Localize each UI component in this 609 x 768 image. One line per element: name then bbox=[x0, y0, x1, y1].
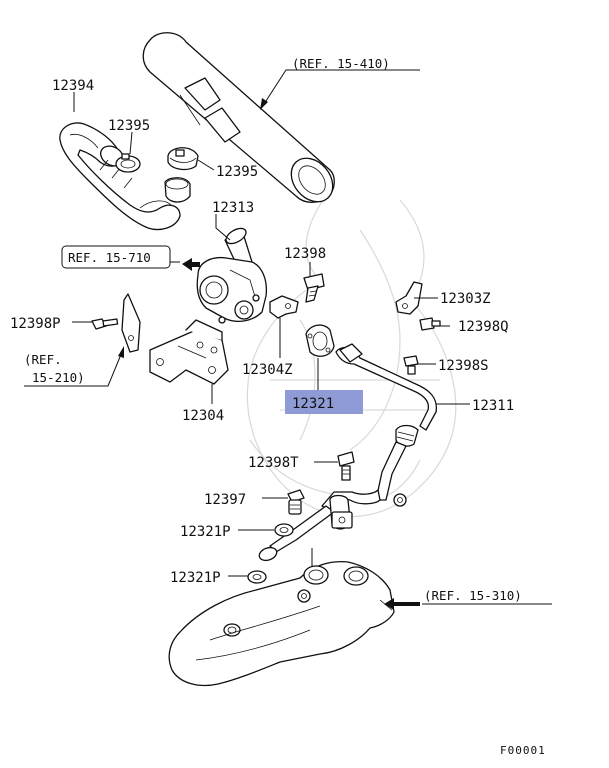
label-12321: 12321 bbox=[292, 396, 334, 412]
gasket-12321p-lower bbox=[247, 570, 267, 584]
ref-15-210-line2: 15-210) bbox=[32, 370, 85, 385]
bolt-12398t bbox=[337, 451, 355, 481]
ref-15-710-arrow bbox=[182, 258, 200, 271]
bolt-12398q bbox=[419, 317, 441, 331]
air-pipe-12311 bbox=[258, 343, 438, 562]
label-12394: 12394 bbox=[52, 78, 94, 94]
ref-15-310: (REF. 15-310) bbox=[424, 588, 522, 603]
gasket-12321p-upper bbox=[274, 523, 294, 537]
ref-15-410: (REF. 15-410) bbox=[292, 56, 390, 71]
figure-code: F00001 bbox=[500, 744, 546, 757]
hose-sleeve bbox=[164, 177, 191, 203]
highlight-12321 bbox=[285, 390, 363, 414]
label-12398q: 12398Q bbox=[458, 319, 509, 335]
label-12398: 12398 bbox=[284, 246, 326, 262]
label-12398t: 12398T bbox=[248, 455, 299, 471]
leader-lines bbox=[24, 69, 552, 605]
bolt-12398p bbox=[91, 318, 119, 330]
part-labels: 12394 12395 12395 12313 12398 12303Z 123… bbox=[10, 78, 514, 586]
exhaust-manifold bbox=[168, 548, 395, 687]
hose-clamp-lower bbox=[115, 153, 141, 173]
ref-15-210-line1: (REF. bbox=[24, 352, 62, 367]
label-12395-upper: 12395 bbox=[108, 118, 150, 134]
air-hose bbox=[59, 122, 181, 231]
label-12311: 12311 bbox=[472, 398, 514, 414]
label-12398s: 12398S bbox=[438, 358, 489, 374]
label-12395-lower: 12395 bbox=[216, 164, 258, 180]
bolt-12398 bbox=[303, 273, 325, 303]
plug-12397 bbox=[287, 489, 305, 515]
gasket-12321 bbox=[305, 324, 335, 357]
reference-labels: (REF. 15-410) REF. 15-710 (REF. 15-210) … bbox=[24, 56, 522, 603]
bracket-12304z bbox=[269, 295, 299, 319]
label-12304: 12304 bbox=[182, 408, 224, 424]
intake-pipe bbox=[142, 32, 335, 204]
label-12321p-upper: 12321P bbox=[180, 524, 231, 540]
bolt-12398s bbox=[403, 355, 419, 375]
ref-15-310-arrow bbox=[384, 598, 420, 610]
label-12397: 12397 bbox=[204, 492, 246, 508]
hose-clamp-upper bbox=[167, 147, 199, 171]
heat-shield-tab bbox=[121, 293, 141, 353]
valve-bracket bbox=[149, 319, 229, 385]
label-12304z: 12304Z bbox=[242, 362, 293, 378]
ref-15-710-box bbox=[61, 245, 171, 269]
label-12303z: 12303Z bbox=[440, 291, 491, 307]
ref-15-710: REF. 15-710 bbox=[68, 250, 151, 265]
bracket-12303z bbox=[395, 281, 423, 315]
label-12313: 12313 bbox=[212, 200, 254, 216]
label-12398p: 12398P bbox=[10, 316, 61, 332]
label-12321p-lower: 12321P bbox=[170, 570, 221, 586]
air-valve bbox=[196, 227, 268, 324]
